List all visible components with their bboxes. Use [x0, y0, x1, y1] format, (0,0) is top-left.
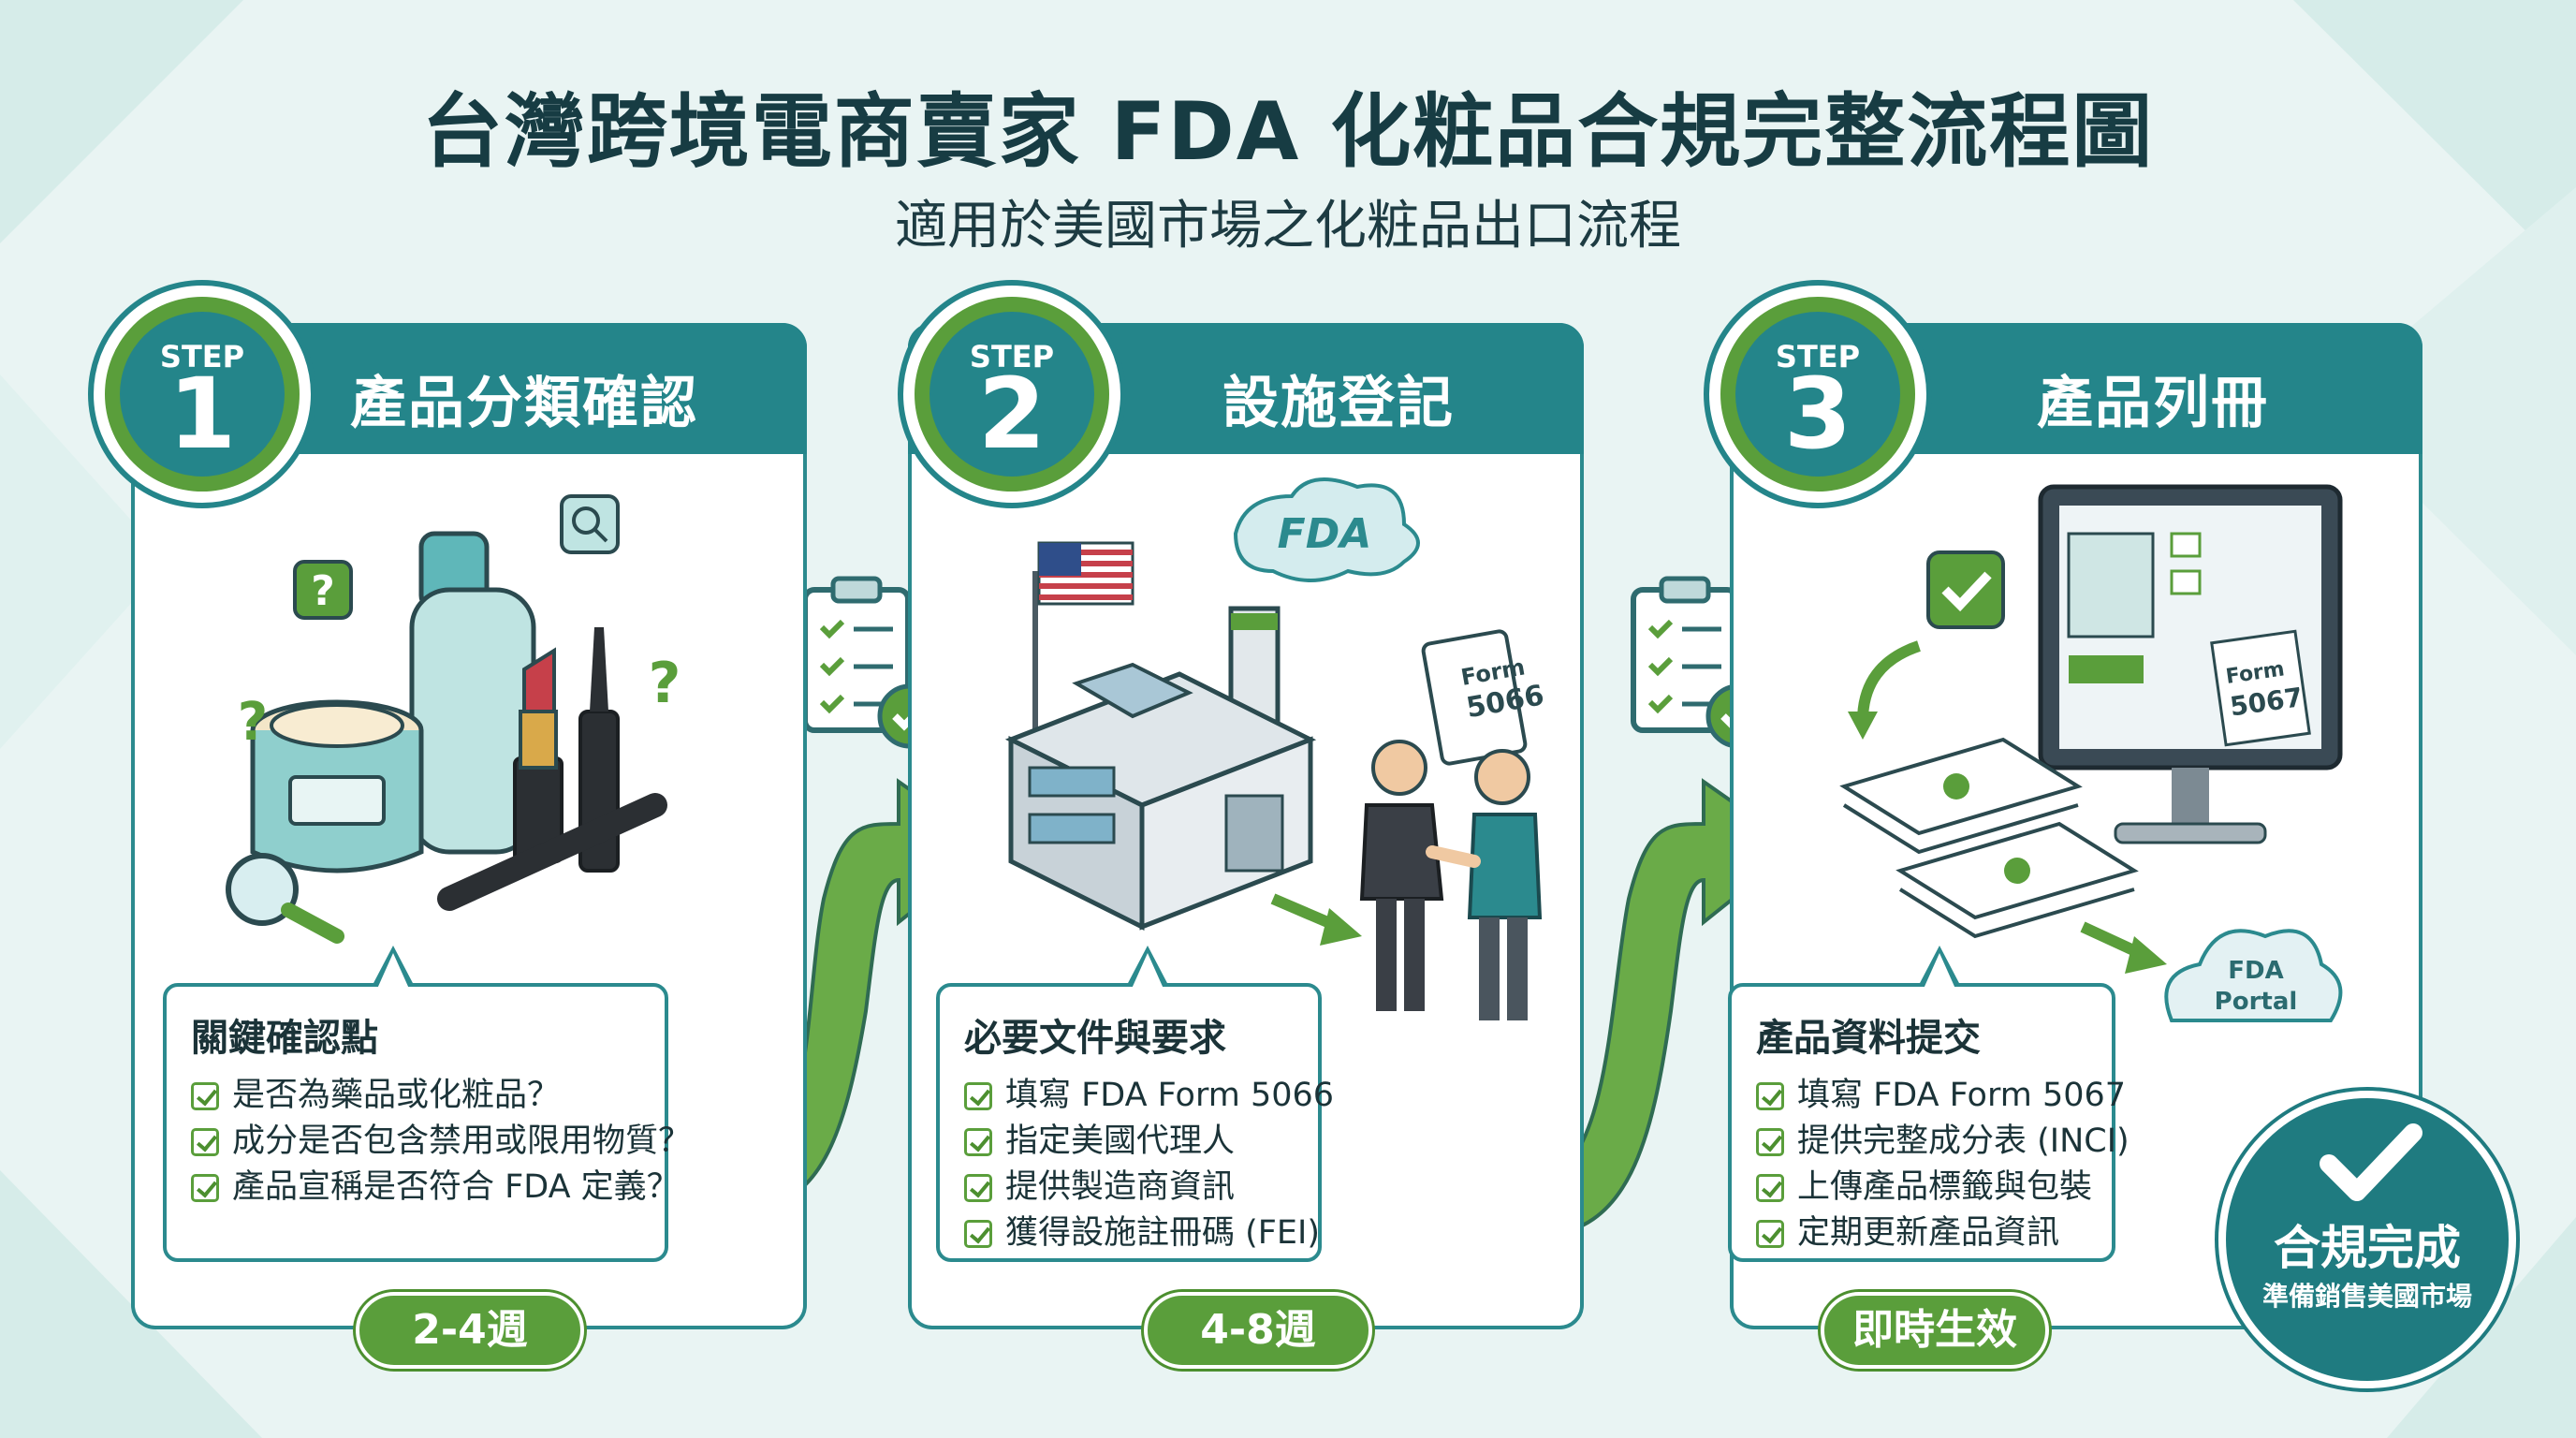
checkbox-icon: [191, 1174, 219, 1202]
step-number: 3: [1783, 357, 1852, 471]
cosmetics-illustration: ? ? ?: [226, 494, 681, 944]
product-listing-illustration: Form 5067 FDA Portal: [1839, 484, 2343, 1022]
fda-logo-text: FDA: [1278, 510, 1372, 558]
step-1-badge: STEP 1: [94, 286, 311, 503]
step-2-badge: STEP 2: [903, 286, 1120, 503]
checkmark-icon: [2320, 1123, 2422, 1201]
checklist-title: 產品資料提交: [1756, 1017, 1981, 1060]
checklist-item: 定期更新產品資訊: [1756, 1211, 2087, 1256]
checklist-item: 產品宣稱是否符合 FDA 定義？: [191, 1165, 680, 1211]
checklist-item: 獲得設施註冊碼 (FEI): [964, 1211, 1320, 1256]
checklist-item: 成分是否包含禁用或限用物質？: [191, 1119, 691, 1165]
checklist-item: 上傳產品標籤與包裝: [1756, 1165, 2092, 1211]
checkbox-icon: [1756, 1128, 1784, 1156]
checklist-item: 填寫 FDA Form 5066: [964, 1073, 1334, 1119]
portal-label-top: FDA: [2228, 957, 2283, 985]
step-2-checklist: 必要文件與要求 填寫 FDA Form 5066 指定美國代理人 提供製造商資訊…: [936, 946, 1334, 1262]
checklist-item: 填寫 FDA Form 5067: [1756, 1073, 2126, 1119]
page-subtitle: 適用於美國市場之化粧品出口流程: [895, 196, 1681, 257]
checklist-item: 提供製造商資訊: [964, 1165, 1294, 1211]
page-title: 台灣跨境電商賣家 FDA 化粧品合規完整流程圖: [421, 85, 2155, 179]
step-label: STEP: [159, 339, 245, 374]
checkbox-icon: [964, 1174, 992, 1202]
step-number: 1: [168, 357, 237, 471]
completion-title: 合規完成: [2274, 1221, 2461, 1275]
step-1-title: 產品分類確認: [350, 371, 698, 436]
checklist-item: 是否為藥品或化粧品？: [191, 1073, 640, 1119]
completion-badge: 合規完成 準備銷售美國市場: [2218, 1091, 2516, 1388]
step-label: STEP: [969, 339, 1055, 374]
step-1-duration: 2-4週: [356, 1292, 584, 1369]
checklist-item: 指定美國代理人: [964, 1119, 1294, 1165]
step-3-checklist: 產品資料提交 填寫 FDA Form 5067 提供完整成分表 (INCI) 上…: [1728, 946, 2130, 1262]
checkbox-icon: [964, 1082, 992, 1110]
factory-registration-illustration: FDA Form 5066: [1004, 477, 1546, 1020]
step-label: STEP: [1775, 339, 1861, 374]
step-2-title: 設施登記: [1222, 371, 1455, 436]
checkbox-icon: [1756, 1174, 1784, 1202]
checkbox-icon: [964, 1220, 992, 1248]
step-number: 2: [977, 357, 1046, 471]
checkbox-icon: [191, 1128, 219, 1156]
checkbox-icon: [191, 1082, 219, 1110]
svg-text:?: ?: [311, 567, 335, 615]
step-3-title: 產品列冊: [2037, 371, 2269, 436]
step-3-duration: 即時生效: [1821, 1292, 2049, 1369]
checklist-title: 必要文件與要求: [964, 1017, 1226, 1060]
checklist-item: 提供完整成分表 (INCI): [1756, 1119, 2130, 1165]
svg-text:?: ?: [649, 651, 681, 716]
checkbox-icon: [1756, 1220, 1784, 1248]
checklist-title: 關鍵確認點: [191, 1017, 378, 1060]
step-3-badge: STEP 3: [1709, 286, 1926, 503]
portal-label-bottom: Portal: [2215, 988, 2298, 1016]
svg-text:?: ?: [238, 692, 268, 753]
completion-subtitle: 準備銷售美國市場: [2261, 1281, 2472, 1312]
checkbox-icon: [1756, 1082, 1784, 1110]
checkbox-icon: [964, 1128, 992, 1156]
step-1-checklist: 關鍵確認點 是否為藥品或化粧品？ 成分是否包含禁用或限用物質？ 產品宣稱是否符合…: [163, 946, 691, 1262]
step-2-duration: 4-8週: [1144, 1292, 1372, 1369]
